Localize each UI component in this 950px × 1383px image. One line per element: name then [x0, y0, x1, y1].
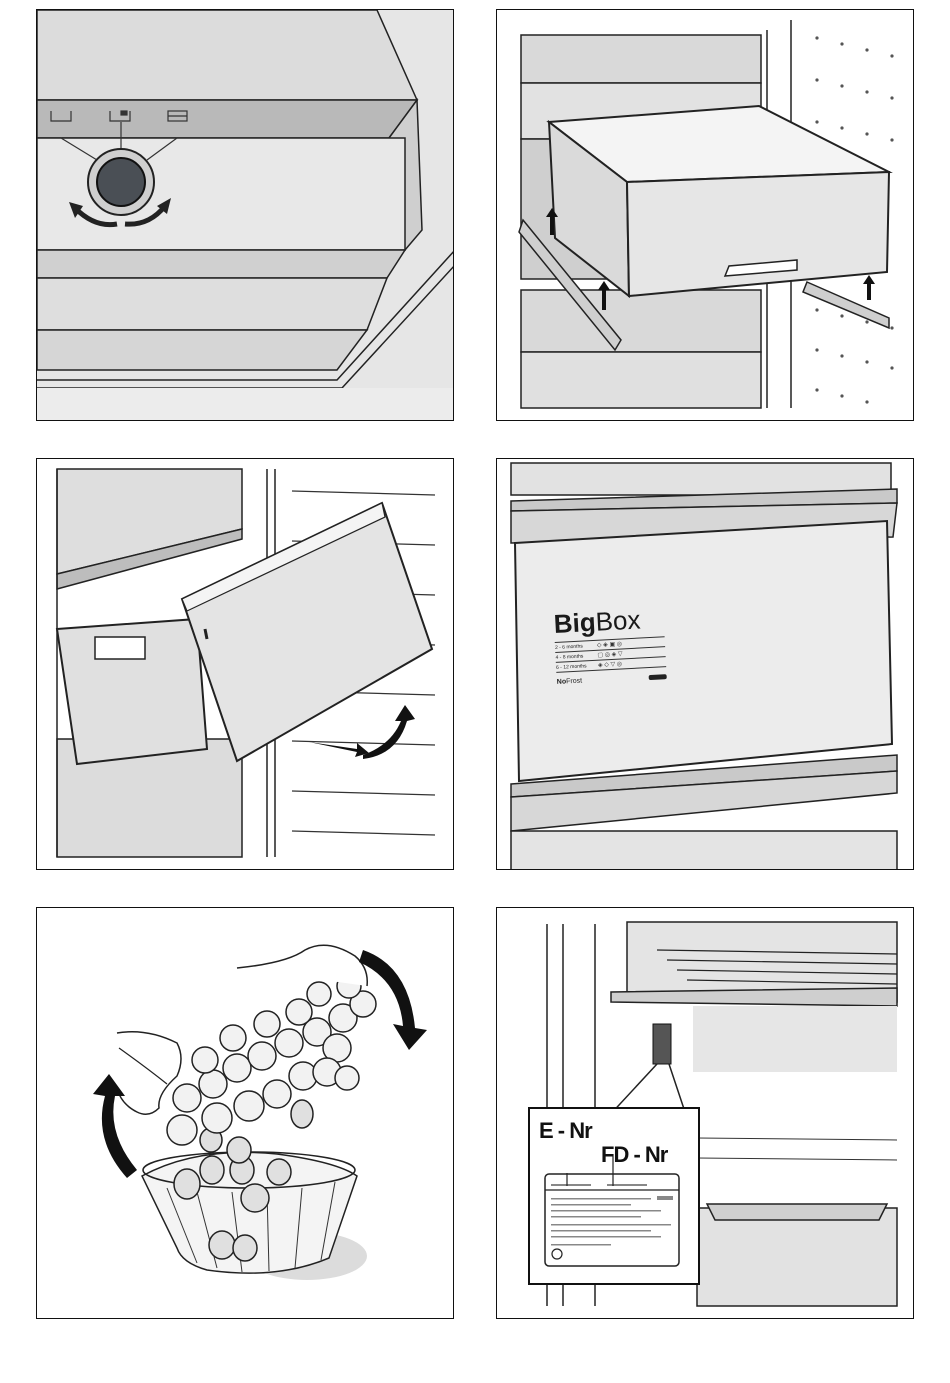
food-icons: ◇ ◈ ▣ ◎: [597, 640, 622, 648]
panel-drawer-removal: [36, 458, 454, 870]
panel-drawer-rails: [496, 9, 914, 421]
storage-row-label: 6 - 12 months: [556, 662, 598, 670]
nofrost-logo: NoFrost: [557, 678, 583, 686]
shelf-edge: [611, 988, 897, 1006]
nofrost-light: Frost: [566, 678, 582, 686]
bigbox-label: BigBox 2 - 6 months ◇ ◈ ▣ ◎ 4 - 8 months…: [553, 603, 667, 686]
bigbox-brand-bold: Big: [553, 607, 596, 639]
nofrost-badge-icon: [649, 674, 667, 680]
storage-row-label: 4 - 8 months: [555, 652, 597, 660]
rating-plate-location: [653, 1024, 671, 1064]
fd-nr-label: FD - Nr: [601, 1142, 667, 1168]
rating-plate: [545, 1174, 679, 1266]
food-icons: ◈ ◇ ▽ ◎: [598, 660, 622, 668]
rating-plate-illustration: [497, 908, 914, 1319]
panel-ice-tray: [36, 907, 454, 1319]
panel-rating-plate: E - Nr FD - Nr: [496, 907, 914, 1319]
ice-tray-illustration: [37, 908, 454, 1319]
food-icons: ▢ ◎ ◈ ▽: [597, 650, 622, 658]
drawer-removal-illustration: [37, 459, 454, 870]
bigbox-brand-light: Box: [595, 604, 641, 636]
bigbox-brand: BigBox: [553, 603, 664, 640]
panel-bigbox-drawer: BigBox 2 - 6 months ◇ ◈ ▣ ◎ 4 - 8 months…: [496, 458, 914, 870]
drawer-rails-illustration: [497, 10, 914, 421]
e-nr-label: E - Nr: [539, 1118, 592, 1144]
storage-row-label: 2 - 6 months: [555, 642, 597, 650]
dial-illustration: [37, 10, 454, 421]
panel-dial-control: [36, 9, 454, 421]
